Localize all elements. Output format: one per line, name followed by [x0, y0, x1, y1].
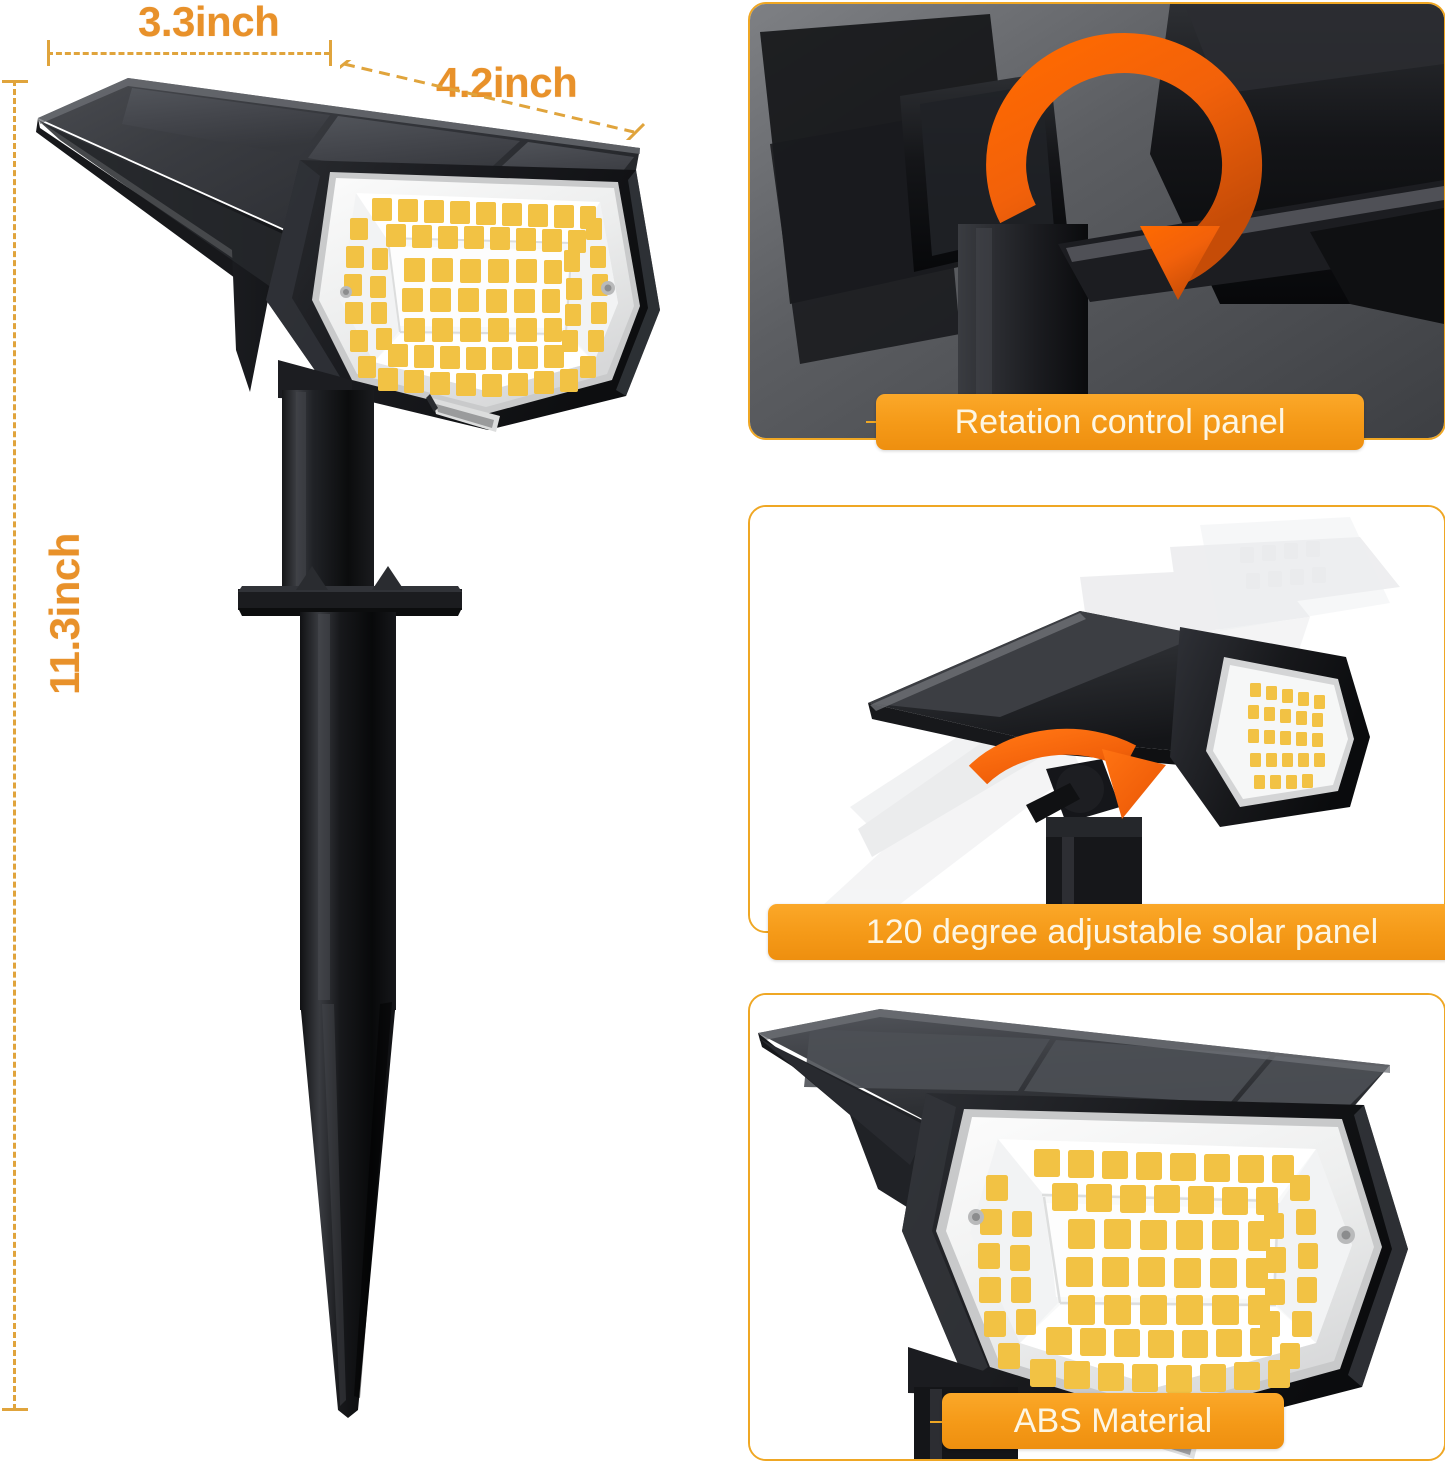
circular-rotation-arrow-icon: [986, 33, 1263, 300]
dimension-line-4p2: [340, 60, 645, 140]
dimension-line-height: [13, 80, 16, 1410]
dimension-label-depth: 4.2inch: [436, 59, 578, 106]
feature-badge-rotation-label: Retation control panel: [954, 402, 1286, 441]
dimension-cap-left-3p3: [47, 40, 50, 66]
dimension-label-width-top: 3.3inch: [138, 0, 280, 45]
feature-badge-adjustable-solar-label: 120 degree adjustable solar panel: [865, 912, 1379, 951]
feature-panel-adjustable-solar: [748, 505, 1445, 933]
feature-badge-abs-material[interactable]: ABS Material: [942, 1393, 1284, 1449]
curved-rotation-arrow-icon: [968, 728, 1166, 819]
dimension-cap-right-3p3: [329, 40, 332, 66]
dimension-line-3p3: [47, 52, 330, 55]
rotation-control-art: [750, 4, 1444, 438]
led-chip-group-abs: [978, 1149, 1318, 1393]
feature-badge-adjustable-solar[interactable]: 120 degree adjustable solar panel: [768, 904, 1445, 960]
feature-badge-abs-material-label: ABS Material: [1013, 1401, 1213, 1440]
main-product-view: 3.3inch 4.2inch 11.3inch: [0, 0, 700, 1459]
feature-panel-rotation-control: [748, 2, 1445, 440]
led-chip-group: [344, 198, 608, 397]
dimension-cap-top-height: [2, 80, 28, 83]
abs-material-art: [750, 995, 1444, 1459]
adjustable-solar-art: [750, 507, 1444, 931]
feature-panel-abs-material: [748, 993, 1445, 1461]
spotlight-illustration: [36, 78, 660, 1418]
badge-tick-abs-left: [930, 1421, 952, 1423]
dimension-cap-bottom-height: [2, 1408, 28, 1411]
feature-badge-rotation-control[interactable]: Retation control panel: [876, 394, 1364, 450]
